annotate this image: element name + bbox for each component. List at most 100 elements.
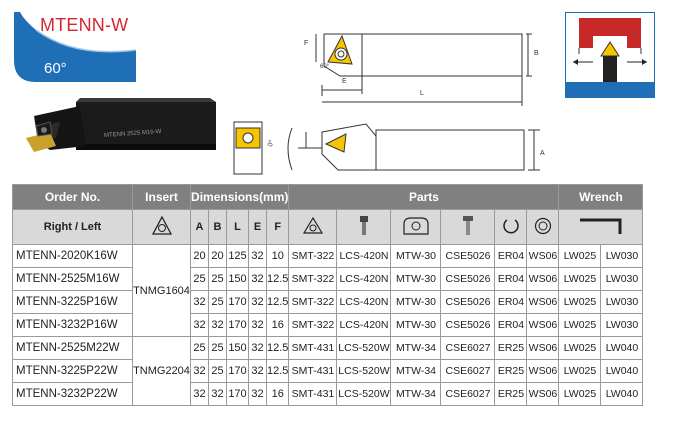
circlip-icon [494,209,528,245]
dim-b-cell: 25 [208,359,227,383]
circlip-cell: ER04 [494,244,528,268]
dim-f-cell: 12.5 [265,267,290,291]
dim-l-cell: 170 [226,290,249,314]
lock-screw-cell: LCS-420N [336,244,392,268]
order-no-cell: MTENN-3225P16W [12,290,133,314]
lock-screw-cell: LCS-420N [336,267,392,291]
spec-table: Order No. Insert Dimensions(mm) Parts Wr… [12,184,644,406]
clamp-screw-cell: CSE6027 [440,382,496,406]
lock-screw-cell: LCS-420N [336,290,392,314]
dim-f-cell: 16 [265,382,290,406]
circlip-cell: ER04 [494,290,528,314]
table-row: MTENN-2020K16W TNMG1604 20 20 125 32 10 … [12,244,644,337]
order-no-cell: MTENN-3225P22W [12,359,133,383]
hex-wrench-icon [558,209,644,245]
shim-cell: SMT-431 [288,336,338,360]
label-b: B [534,50,539,57]
dim-e-cell: 32 [248,382,267,406]
clamp-cell: MTW-30 [390,267,442,291]
clamp-screw-icon [440,209,496,245]
order-no-cell: MTENN-3232P16W [12,313,133,337]
table-row: MTENN-3232P16W 32 32 170 32 16 SMT-322 L… [12,313,644,337]
washer-cell: WS06 [526,336,560,360]
dim-a-cell: 32 [190,290,209,314]
lock-screw-cell: LCS-520W [336,359,392,383]
table-row: MTENN-2525M22W TNMG2204 25 25 150 32 12.… [12,336,644,406]
insert-cell: TNMG2204 [132,336,191,406]
order-no-cell: MTENN-2525M16W [12,267,133,291]
label-f: F [304,40,309,47]
clamp-screw-cell: CSE5026 [440,244,496,268]
dim-l-cell: 170 [226,313,249,337]
dim-e-cell: 32 [248,267,267,291]
wrench-1-cell: LW025 [558,382,602,406]
washer-icon [526,209,560,245]
shim-cell: SMT-431 [288,359,338,383]
subheader-dim-e: E [248,209,267,245]
dim-f-cell: 12.5 [265,359,290,383]
dim-l-cell: 150 [226,336,249,360]
circlip-cell: ER04 [494,267,528,291]
wrench-1-cell: LW025 [558,267,602,291]
dim-b-cell: 32 [208,382,227,406]
dim-b-cell: 25 [208,336,227,360]
wrench-1-cell: LW025 [558,336,602,360]
order-no-cell: MTENN-2020K16W [12,244,133,268]
dim-a-cell: 25 [190,336,209,360]
washer-cell: WS06 [526,313,560,337]
clamp-icon [390,209,442,245]
wrench-2-cell: LW030 [600,244,644,268]
front-view-drawing [233,121,540,175]
header-insert: Insert [132,184,191,210]
dim-e-cell: 32 [248,313,267,337]
dim-f-cell: 10 [265,244,290,268]
dim-b-cell: 25 [208,290,227,314]
label-e: E [342,78,347,85]
clamp-cell: MTW-30 [390,290,442,314]
subheader-right-left: Right / Left [12,209,133,245]
clamp-cell: MTW-34 [390,336,442,360]
subheader-dim-l: L [226,209,249,245]
wrench-1-cell: LW025 [558,359,602,383]
clamp-cell: MTW-34 [390,382,442,406]
dim-e-cell: 32 [248,336,267,360]
table-row: MTENN-2525M16W 25 25 150 32 12.5 SMT-322… [12,267,644,291]
wrench-2-cell: LW040 [600,382,644,406]
dim-l-cell: 170 [226,359,249,383]
dim-a-cell: 32 [190,382,209,406]
clamp-screw-cell: CSE5026 [440,313,496,337]
wrench-2-cell: LW040 [600,336,644,360]
insert-triangle-icon [132,209,191,245]
table-row: MTENN-3225P16W 32 25 170 32 12.5 SMT-322… [12,290,644,314]
dim-l-cell: 125 [226,244,249,268]
dim-b-cell: 20 [208,244,227,268]
clamp-cell: MTW-30 [390,313,442,337]
dim-l-cell: 150 [226,267,249,291]
shim-cell: SMT-322 [288,267,338,291]
wrench-1-cell: LW025 [558,290,602,314]
header-wrench: Wrench [558,184,644,210]
shim-cell: SMT-322 [288,313,338,337]
dim-f-cell: 12.5 [265,336,290,360]
top-view-drawing [315,33,532,106]
badge-angle: 60° [44,60,67,77]
table-row: MTENN-3232P22W 32 32 170 32 16 SMT-431 L… [12,382,644,406]
clamp-screw-cell: CSE6027 [440,359,496,383]
header-dimensions: Dimensions(mm) [189,184,290,210]
subheader-dim-a: A [190,209,209,245]
dim-b-cell: 32 [208,313,227,337]
clamp-cell: MTW-34 [390,359,442,383]
badge-title: MTENN-W [40,15,129,35]
shim-cell: SMT-431 [288,382,338,406]
lock-screw-cell: LCS-520W [336,382,392,406]
clamp-screw-cell: CSE5026 [440,290,496,314]
washer-cell: WS06 [526,267,560,291]
circlip-cell: ER04 [494,313,528,337]
shim-icon [288,209,338,245]
dim-b-cell: 25 [208,267,227,291]
clamp-screw-cell: CSE5026 [440,267,496,291]
wrench-2-cell: LW040 [600,359,644,383]
dim-e-cell: 32 [248,244,267,268]
dim-e-cell: 32 [248,290,267,314]
dim-a-cell: 25 [190,267,209,291]
